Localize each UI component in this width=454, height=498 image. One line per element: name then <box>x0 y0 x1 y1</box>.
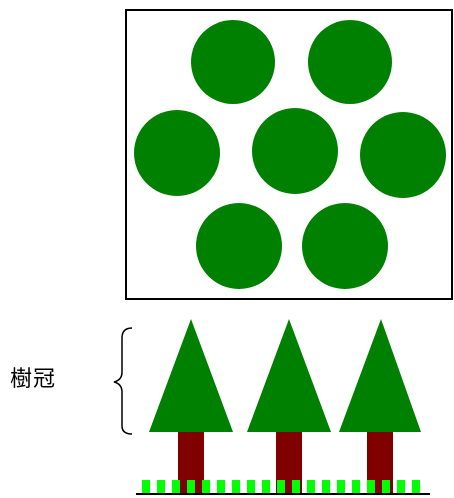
tree-canopy <box>149 319 233 432</box>
tree-crown-circle <box>308 20 392 104</box>
canopy-label: 樹冠 <box>10 367 57 392</box>
canopy-brace <box>113 327 133 435</box>
tree-crown-circle <box>252 108 338 194</box>
tree-canopy <box>339 319 421 432</box>
tree-crown-circle <box>196 203 282 289</box>
grass <box>142 480 420 493</box>
top-view <box>125 9 453 300</box>
tree-crown-circle <box>191 20 275 104</box>
side-view <box>136 319 430 495</box>
tree-crown-circle <box>360 112 446 198</box>
tree-crown-circle <box>134 110 220 196</box>
tree-canopy <box>247 319 331 432</box>
tree-crown-circle <box>302 203 388 289</box>
